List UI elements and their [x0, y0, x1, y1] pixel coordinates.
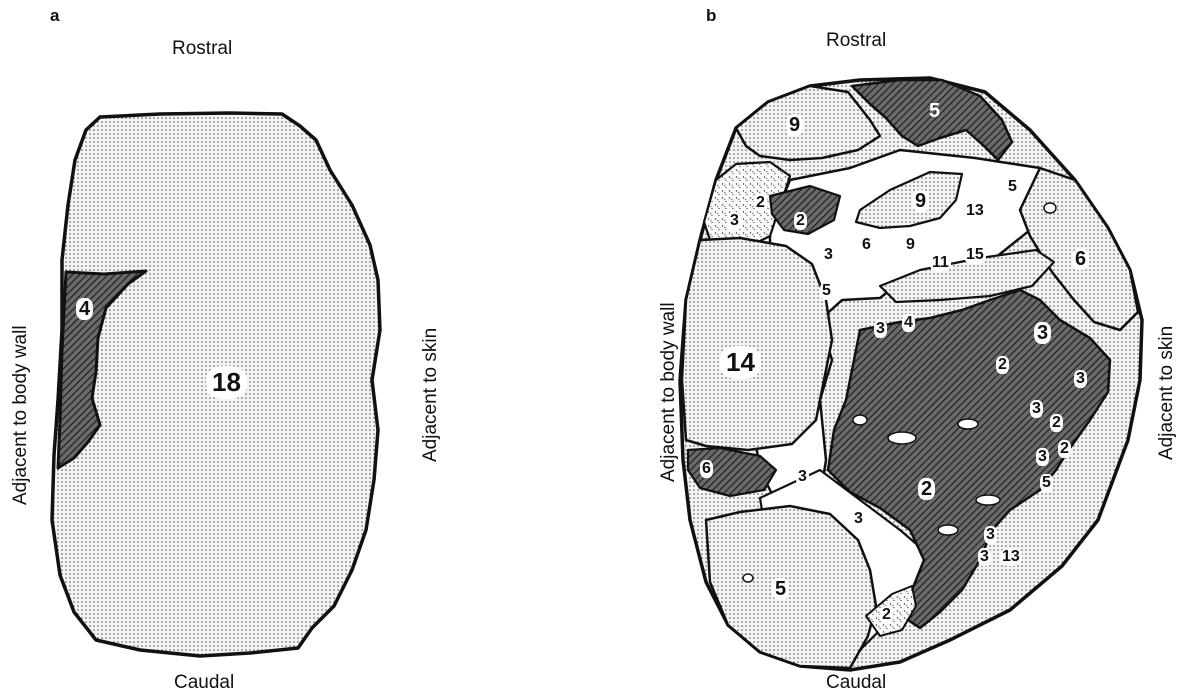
region-label-b-26: 3 [852, 510, 865, 528]
region-label-b-11: 9 [904, 236, 917, 254]
region-label-b-5: 9 [912, 190, 929, 212]
hole-4-b [938, 525, 958, 535]
panel-a-caudal-label: Caudal [174, 672, 234, 694]
region-label-b-30: 3 [978, 548, 991, 566]
region-14-b [682, 238, 832, 450]
panel-a-body-wall-label: Adjacent to body wall [10, 325, 32, 505]
region-label-b-25: 2 [918, 478, 935, 500]
panel-b-label: b [706, 6, 716, 26]
region-label-b-14: 5 [820, 282, 833, 300]
region-label-b-4: 2 [794, 212, 807, 230]
region-label-b-18: 3 [1034, 322, 1051, 344]
region-label-b-20: 3 [1074, 370, 1087, 388]
panel-a-label: a [50, 6, 59, 26]
region-label-b-3: 2 [754, 194, 767, 212]
hole-3-b [976, 495, 1000, 505]
hole-1-b [888, 432, 916, 444]
panel-b-caudal-label: Caudal [826, 672, 886, 694]
region-label-b-15: 14 [720, 346, 761, 379]
panel-b-rostral-label: Rostral [826, 30, 886, 52]
region-label-b-29: 2 [880, 606, 893, 624]
region-label-b-16: 3 [874, 320, 887, 338]
region-label-b-10: 6 [860, 236, 873, 254]
hole-7-b [743, 574, 753, 582]
region-label-b-23: 6 [700, 460, 713, 478]
region-4-label: 4 [76, 298, 93, 320]
region-label-b-2: 3 [728, 212, 741, 230]
region-label-b-19: 2 [996, 356, 1009, 374]
region-label-b-31: 13 [1000, 548, 1022, 566]
region-label-b-9: 3 [822, 246, 835, 264]
region-label-b-32: 3 [1036, 448, 1049, 466]
region-label-b-12: 11 [930, 254, 951, 272]
region-18-label: 18 [206, 366, 247, 399]
region-label-b-1: 5 [926, 100, 943, 122]
panel-b-skin-label: Adjacent to skin [1156, 326, 1178, 460]
region-label-b-8: 6 [1072, 248, 1089, 270]
region-label-b-28: 5 [1040, 474, 1053, 492]
hole-6-b [1044, 203, 1056, 213]
hole-5-b [853, 415, 867, 425]
panel-a-skin-label: Adjacent to skin [420, 328, 442, 462]
region-label-b-6: 5 [1006, 178, 1019, 196]
region-label-b-22: 2 [1050, 414, 1063, 432]
region-label-b-13: 15 [964, 246, 986, 264]
region-label-b-34: 5 [772, 578, 789, 600]
panel-b-body-wall-label: Adjacent to body wall [658, 302, 680, 482]
hole-2-b [958, 419, 978, 429]
region-label-b-27: 3 [984, 526, 997, 544]
region-label-b-17: 4 [902, 314, 915, 332]
region-label-b-21: 3 [1030, 400, 1043, 418]
region-label-b-24: 3 [796, 468, 809, 486]
region-label-b-0: 9 [786, 114, 803, 136]
region-label-b-7: 13 [964, 202, 986, 220]
region-label-b-33: 2 [1058, 440, 1071, 458]
panel-a-rostral-label: Rostral [172, 38, 232, 60]
